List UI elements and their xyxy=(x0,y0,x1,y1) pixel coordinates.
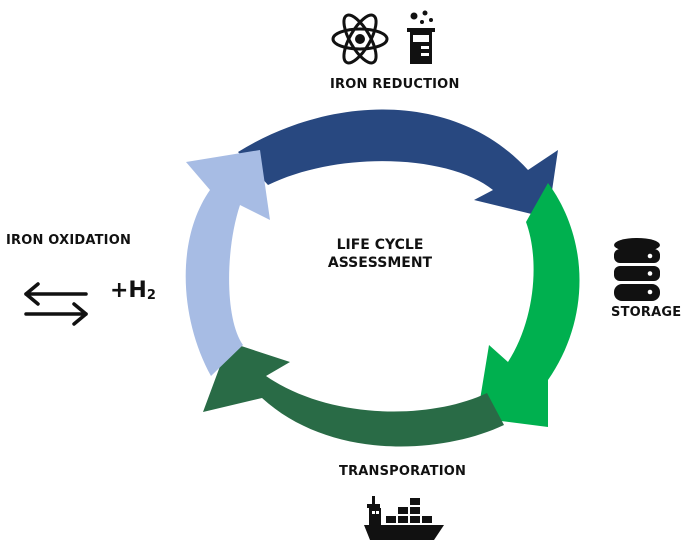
arrow-reduction-to-storage xyxy=(238,109,558,218)
arrow-storage-to-transport xyxy=(477,183,580,427)
center-title-line2: ASSESSMENT xyxy=(327,255,433,271)
reversible-arrows-icon xyxy=(24,282,88,326)
cargo-ship-icon xyxy=(364,496,444,540)
atom-icon xyxy=(331,13,389,65)
label-transportation: TRANSPORATION xyxy=(339,464,467,479)
center-title: LIFE CYCLE ASSESSMENT xyxy=(300,236,460,272)
arrow-transport-to-oxidation xyxy=(203,342,504,447)
hydrogen-subscript: 2 xyxy=(146,288,156,303)
label-storage: STORAGE xyxy=(611,305,682,320)
center-title-line1: LIFE CYCLE xyxy=(336,237,424,253)
arrow-oxidation-to-reduction xyxy=(185,150,270,376)
label-iron-oxidation: IRON OXIDATION xyxy=(6,233,132,248)
hydrogen-reagent: +H2 xyxy=(110,278,156,303)
label-iron-reduction: IRON REDUCTION xyxy=(330,77,460,92)
hydrogen-prefix: +H xyxy=(110,278,147,303)
database-icon xyxy=(614,238,660,301)
beaker-icon xyxy=(407,10,435,64)
